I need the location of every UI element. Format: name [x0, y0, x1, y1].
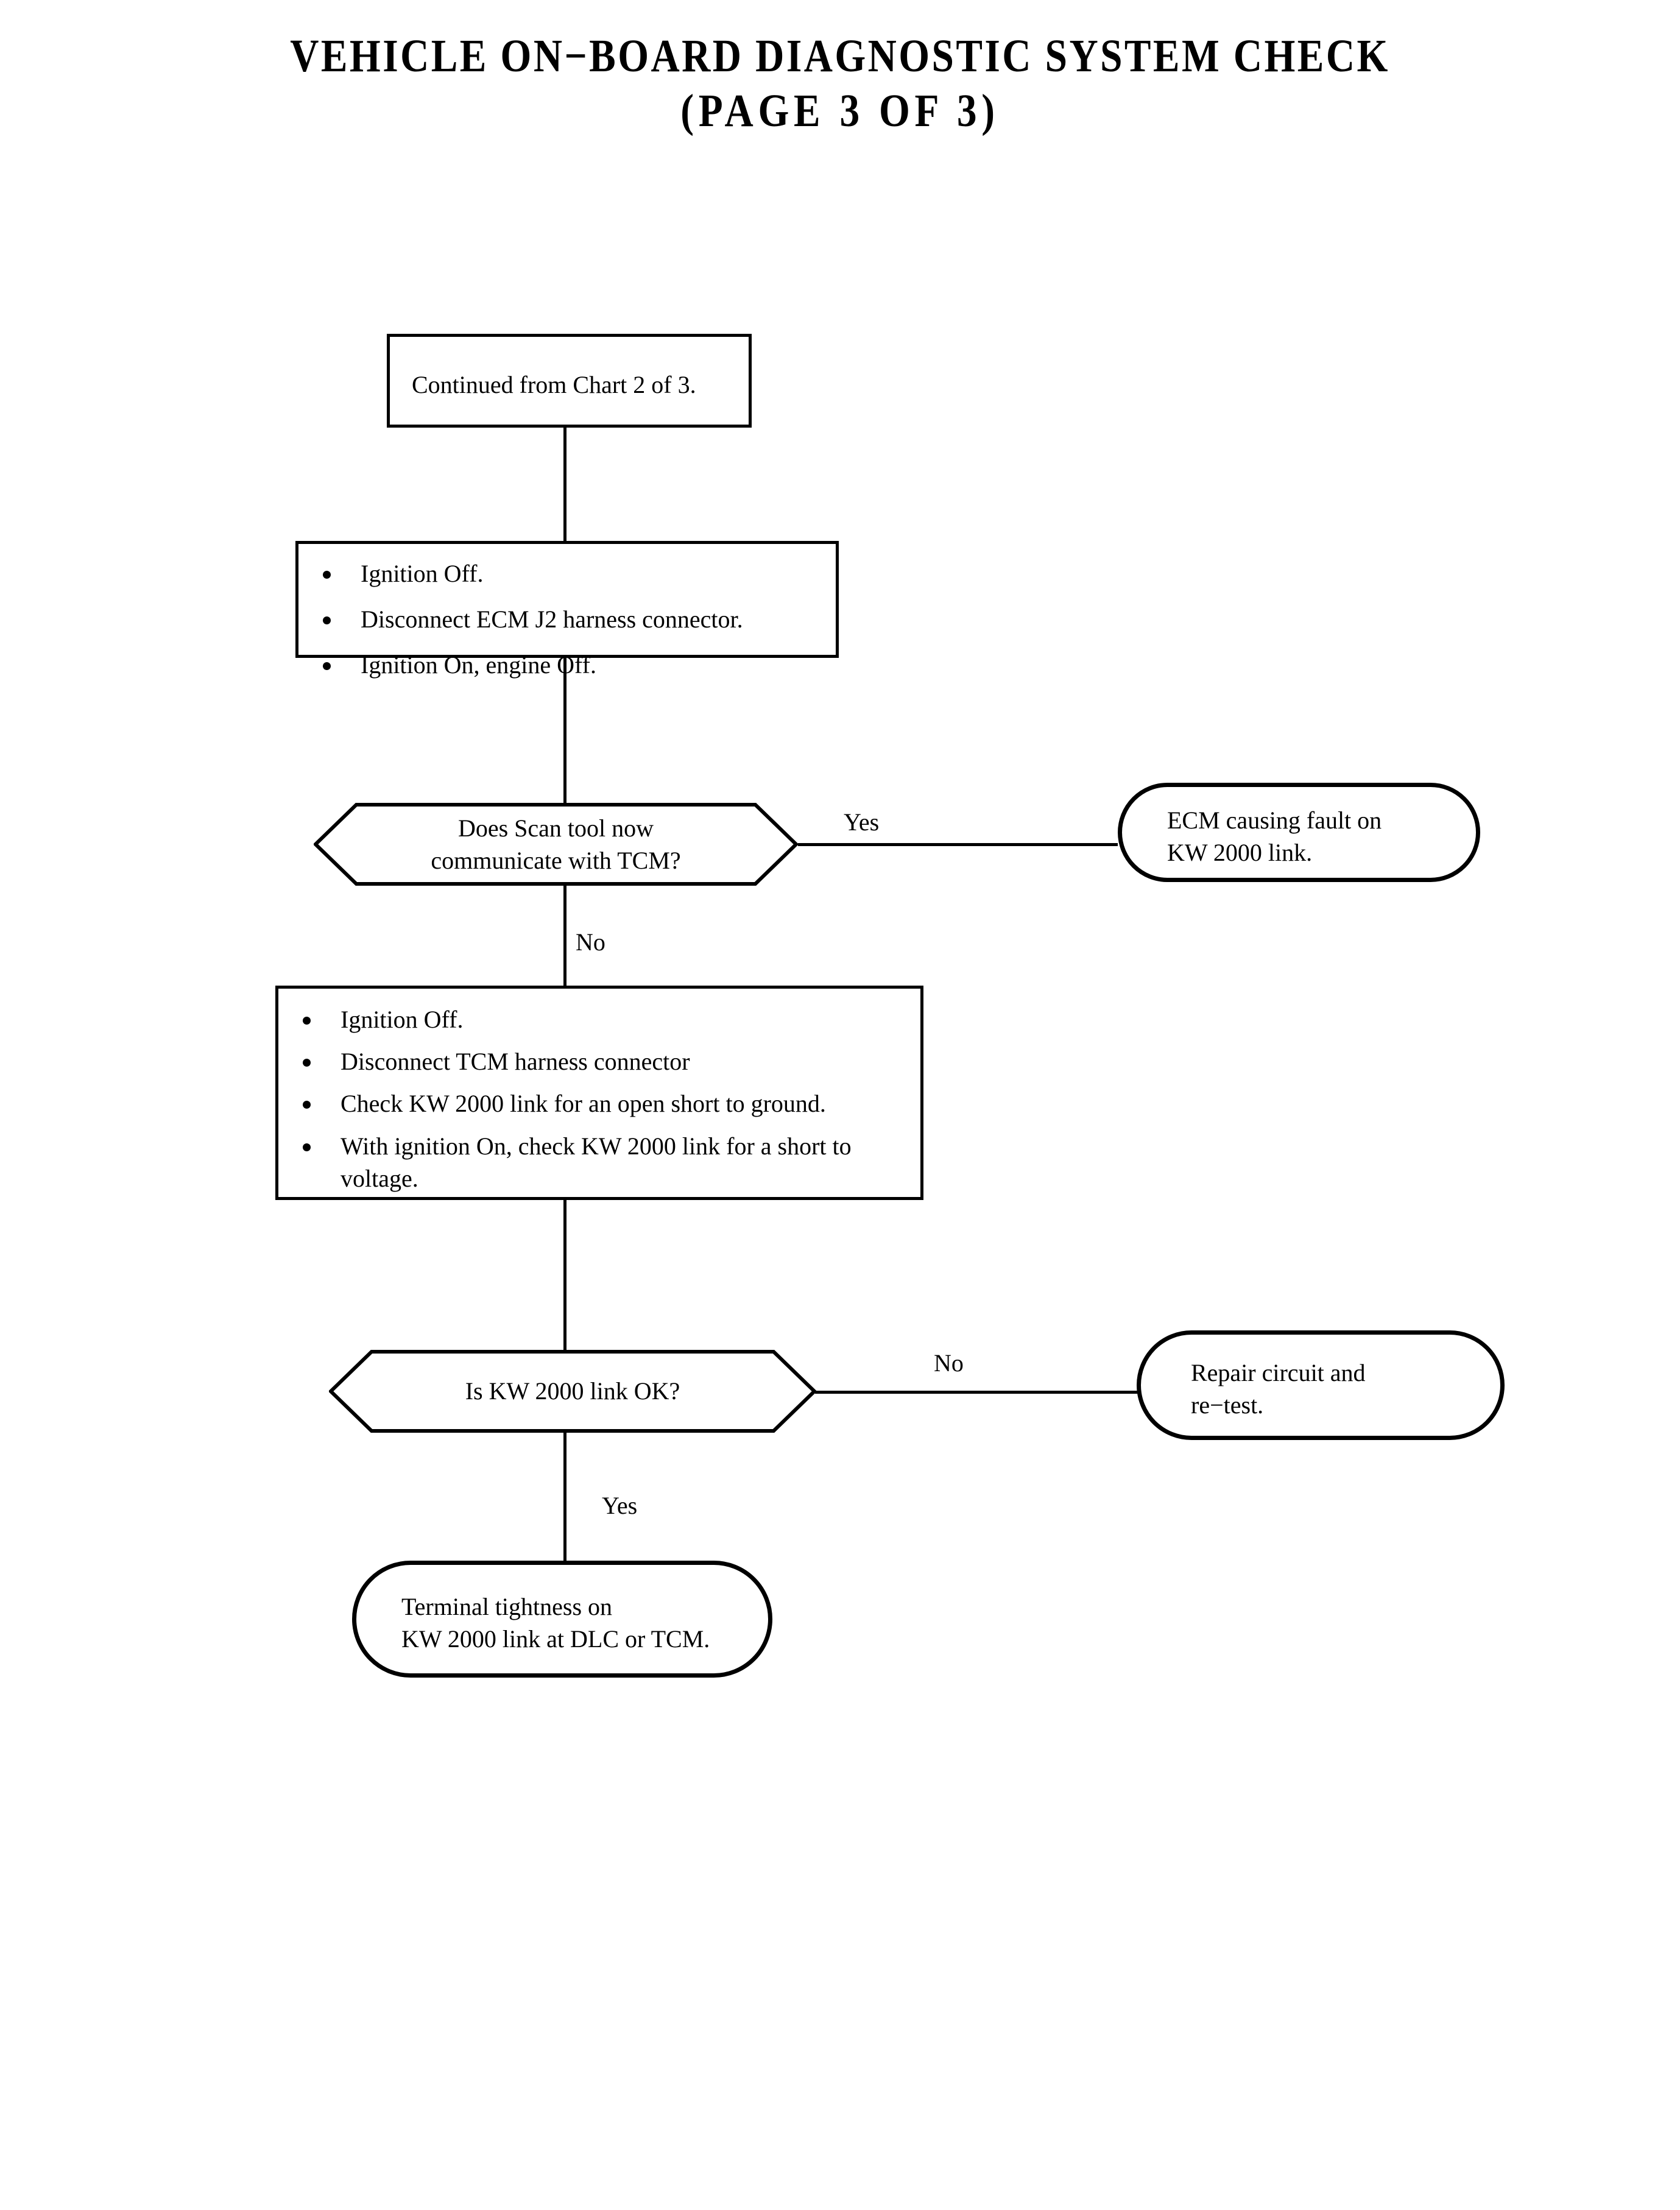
connector-decision1-no [563, 884, 566, 986]
title-line-secondary: (PAGE 3 OF 3) [680, 85, 1000, 136]
node-repair-circuit: Repair circuit and re−test. [1137, 1330, 1505, 1440]
node-continued-label: Continued from Chart 2 of 3. [412, 371, 696, 398]
node-decision-kw2000-link-ok: Is KW 2000 link OK? [329, 1350, 816, 1433]
node-continued-from-chart: Continued from Chart 2 of 3. [387, 334, 752, 428]
list-item: With ignition On, check KW 2000 link for… [297, 1130, 906, 1195]
list-item: Ignition Off. [297, 1003, 906, 1036]
title-line-primary: VEHICLE ON−BOARD DIAGNOSTIC SYSTEM CHECK [290, 30, 1390, 82]
connector-step1-to-decision1 [563, 658, 566, 804]
list-item: Ignition On, engine Off. [317, 649, 822, 681]
hexagon-shape [329, 1350, 816, 1433]
list-item: Check KW 2000 link for an open short to … [297, 1087, 906, 1120]
hexagon-shape [314, 803, 798, 886]
connector-decision2-yes [563, 1432, 566, 1561]
node-terminal-tightness: Terminal tightness on KW 2000 link at DL… [352, 1561, 772, 1678]
node-terminal-label: Terminal tightness on KW 2000 link at DL… [401, 1593, 710, 1653]
node-step1-instructions: Ignition Off. Disconnect ECM J2 harness … [295, 541, 839, 679]
page-title: VEHICLE ON−BOARD DIAGNOSTIC SYSTEM CHECK… [0, 29, 1680, 138]
edge-label-decision2-no: No [934, 1349, 964, 1377]
connector-step2-to-decision2 [563, 1200, 566, 1352]
connector-decision2-no [815, 1391, 1138, 1394]
edge-label-decision2-yes: Yes [602, 1492, 638, 1519]
connector-decision1-yes [798, 843, 1118, 846]
node-ecm-fault-label: ECM causing fault on KW 2000 link. [1167, 807, 1382, 867]
edge-label-decision1-yes: Yes [844, 808, 880, 836]
list-item: Disconnect ECM J2 harness connector. [317, 603, 822, 635]
list-item: Ignition Off. [317, 557, 822, 590]
node-ecm-causing-fault: ECM causing fault on KW 2000 link. [1118, 783, 1480, 882]
list-item: Disconnect TCM harness connector [297, 1045, 906, 1078]
node-step2-instructions: Ignition Off. Disconnect TCM harness con… [275, 986, 923, 1200]
step1-bullet-list: Ignition Off. Disconnect ECM J2 harness … [317, 557, 822, 695]
decision2-label: Is KW 2000 link OK? [465, 1377, 680, 1405]
decision1-label: Does Scan tool now communicate with TCM? [431, 814, 681, 874]
node-decision-scan-tool-communicates: Does Scan tool now communicate with TCM? [314, 803, 798, 886]
connector-continued-to-step1 [563, 428, 566, 542]
edge-label-decision1-no: No [576, 928, 605, 956]
step2-bullet-list: Ignition Off. Disconnect TCM harness con… [297, 1003, 906, 1204]
node-repair-label: Repair circuit and re−test. [1191, 1359, 1366, 1419]
